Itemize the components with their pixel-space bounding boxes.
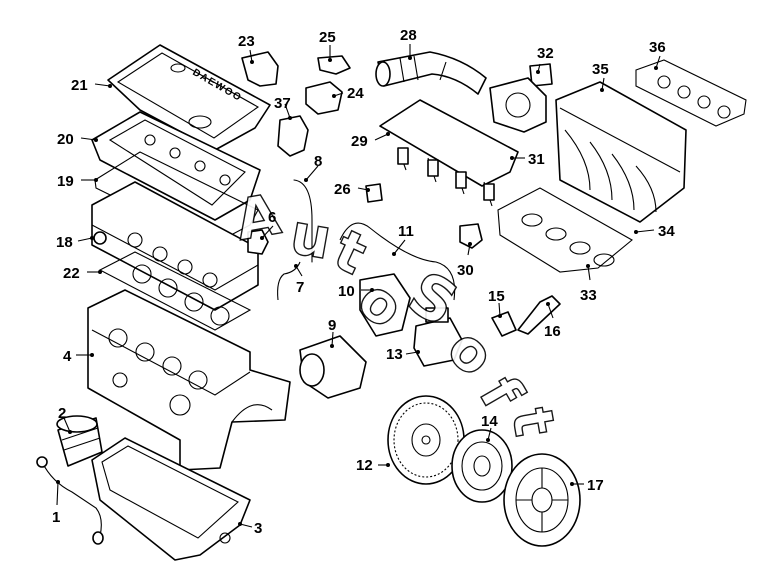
exhaust-gasket-part bbox=[497, 187, 633, 273]
callout-label: 10 bbox=[338, 283, 355, 300]
sensor-wire-part bbox=[339, 222, 456, 301]
air-intake-hose-part bbox=[375, 51, 487, 95]
engine-mount-link-part bbox=[517, 295, 561, 335]
starter-motor-part bbox=[299, 335, 367, 399]
mount-bracket-part bbox=[491, 311, 517, 337]
callout-label: 32 bbox=[537, 45, 554, 62]
callout-label: 29 bbox=[351, 133, 368, 150]
intake-gasket-part bbox=[635, 59, 747, 127]
callout-label: 22 bbox=[63, 265, 80, 282]
callout-label: 37 bbox=[274, 95, 291, 112]
callout-label: 21 bbox=[71, 77, 88, 94]
oil-pan-part bbox=[91, 437, 251, 561]
callout-label: 3 bbox=[254, 520, 262, 537]
callout-label: 23 bbox=[238, 33, 255, 50]
pressure-sensor-part bbox=[365, 183, 383, 203]
head-gasket-part bbox=[98, 251, 252, 331]
callout-label: 4 bbox=[63, 348, 72, 365]
callout-label: 7 bbox=[296, 279, 304, 296]
callout-label: 36 bbox=[649, 39, 666, 56]
callout-label: 20 bbox=[57, 131, 74, 148]
callout-label: 33 bbox=[580, 287, 597, 304]
callout-label: 11 bbox=[398, 223, 414, 240]
callout-label: 19 bbox=[57, 173, 74, 190]
callout-label: 9 bbox=[328, 317, 336, 334]
distributor-part bbox=[413, 307, 463, 367]
callout-label: 28 bbox=[400, 27, 417, 44]
callout-label: 17 bbox=[587, 477, 604, 494]
callout-label: 34 bbox=[658, 223, 675, 240]
map-sensor-part bbox=[459, 223, 483, 249]
clutch-disc-part bbox=[451, 429, 513, 503]
idle-air-valve-part bbox=[529, 63, 553, 87]
outlet-housing-part bbox=[277, 115, 309, 157]
callout-label: 16 bbox=[544, 323, 561, 340]
callout-label: 13 bbox=[386, 346, 403, 363]
callout-label: 35 bbox=[592, 61, 609, 78]
leader-lines bbox=[56, 44, 661, 528]
fuel-rail-part bbox=[379, 99, 519, 207]
thermostat-housing-part bbox=[305, 81, 343, 115]
callout-label: 12 bbox=[356, 457, 373, 474]
callout-label: 18 bbox=[56, 234, 73, 251]
callout-label: 1 bbox=[52, 509, 60, 526]
bracket-part bbox=[241, 51, 279, 87]
temp-sensor-part bbox=[247, 229, 269, 255]
engine-block-part bbox=[87, 289, 291, 471]
callout-label: 6 bbox=[268, 209, 276, 226]
watermark-letter: u bbox=[286, 202, 337, 273]
callout-labels: 1 2 3 4 6 7 8 9 10 11 12 13 14 15 16 17 … bbox=[52, 27, 675, 537]
coolant-hose-part bbox=[293, 179, 313, 263]
callout-label: 26 bbox=[334, 181, 351, 198]
pressure-plate-part bbox=[503, 453, 581, 547]
callout-label: 24 bbox=[347, 85, 364, 102]
intake-manifold-part bbox=[555, 81, 687, 223]
dipstick-part bbox=[36, 456, 104, 545]
callout-label: 15 bbox=[488, 288, 505, 305]
small-plate-part bbox=[317, 55, 351, 75]
camshaft-housing-part bbox=[91, 111, 261, 221]
callout-label: 30 bbox=[457, 262, 474, 279]
callout-label: 8 bbox=[314, 153, 322, 170]
throttle-body-part bbox=[489, 77, 547, 133]
callout-label: 14 bbox=[481, 413, 498, 430]
callout-label: 25 bbox=[319, 29, 336, 46]
cam-cover-part: DAEWOO bbox=[107, 44, 271, 151]
callout-label: 31 bbox=[528, 151, 545, 168]
watermark-letter: t bbox=[498, 403, 567, 441]
callout-label: 2 bbox=[58, 405, 66, 422]
head-cover-gasket-part bbox=[94, 151, 259, 246]
